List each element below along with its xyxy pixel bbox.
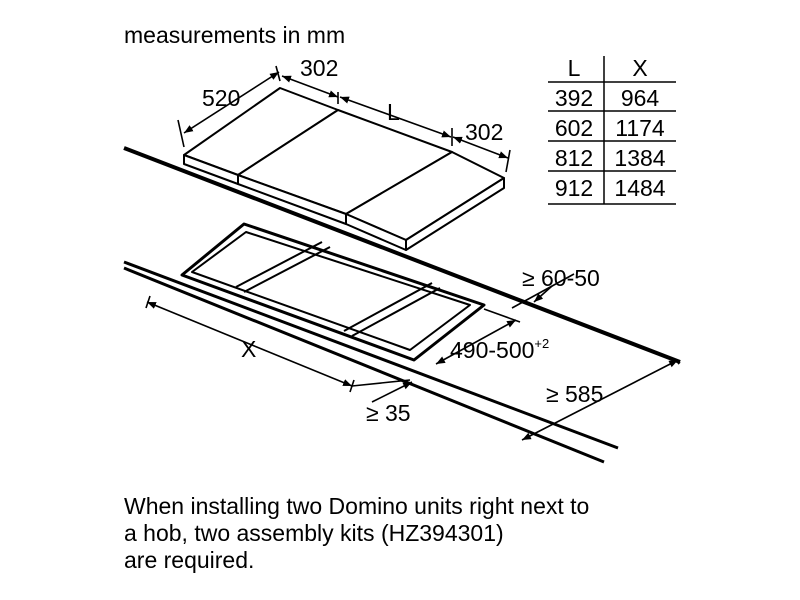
dim-520-line (183, 71, 280, 134)
label-302-right: 302 (465, 119, 503, 145)
table-cell-L: 392 (555, 85, 593, 111)
heading: measurements in mm (124, 22, 345, 48)
support-bar-left (235, 241, 323, 288)
support-bar-left-b (243, 246, 331, 293)
support-bar-right-b (351, 287, 441, 337)
dim-35-line (351, 379, 411, 387)
cutout-inner (191, 231, 471, 351)
label-X: X (241, 336, 256, 362)
dim-35-arrow (371, 381, 413, 403)
dim-302-right-ext (505, 149, 511, 173)
table-cell-L: 812 (555, 145, 593, 171)
table-cell-X: 964 (621, 85, 660, 111)
dim-302-right-line (452, 136, 509, 159)
label-490-500-tolerance: +2 (534, 336, 549, 351)
dim-302-left-line (281, 75, 339, 98)
label-L: L (387, 99, 400, 125)
table-cell-X: 1384 (614, 145, 665, 171)
label-490-500: 490-500+2 (450, 336, 549, 363)
support-bar-right (343, 282, 433, 332)
dimension-table: L X 392 964 602 1174 812 1384 912 1484 (548, 55, 676, 205)
note-line: are required. (124, 547, 255, 573)
dim-60-arrow (533, 285, 553, 303)
label-490-500-main: 490-500 (450, 337, 534, 363)
dim-520-ext-1 (177, 119, 185, 148)
dim-X-line (146, 301, 353, 387)
note-line: When installing two Domino units right n… (124, 493, 590, 519)
dim-L-line (339, 96, 452, 138)
table-cell-X: 1484 (614, 175, 665, 201)
dim-60-line (511, 273, 575, 309)
dim-585-ext (677, 361, 681, 365)
note-line: a hob, two assembly kits (HZ394301) (124, 520, 504, 546)
label-520: 520 (202, 85, 240, 111)
label-min-35: ≥ 35 (366, 400, 411, 426)
table-header-L: L (568, 55, 581, 81)
dim-490-line (435, 319, 517, 365)
label-60-50: ≥ 60-50 (522, 265, 600, 291)
unit-right-side (405, 177, 505, 251)
table-header-X: X (632, 55, 647, 81)
label-min-585: ≥ 585 (546, 381, 603, 407)
table-cell-X: 1174 (615, 115, 665, 141)
table-cell-L: 912 (555, 175, 593, 201)
label-302-left: 302 (300, 55, 338, 81)
table-cell-L: 602 (555, 115, 593, 141)
hob-units (183, 87, 505, 251)
dimension-lines (145, 65, 681, 441)
dim-585-line (521, 359, 679, 441)
worktop-back-edge (123, 146, 681, 364)
installation-note: When installing two Domino units right n… (124, 493, 724, 574)
dimension-labels: 520 302 L 302 X ≥ 35 ≥ 60-50 490-500+2 ≥… (202, 55, 603, 426)
dim-490-ext (483, 308, 521, 323)
